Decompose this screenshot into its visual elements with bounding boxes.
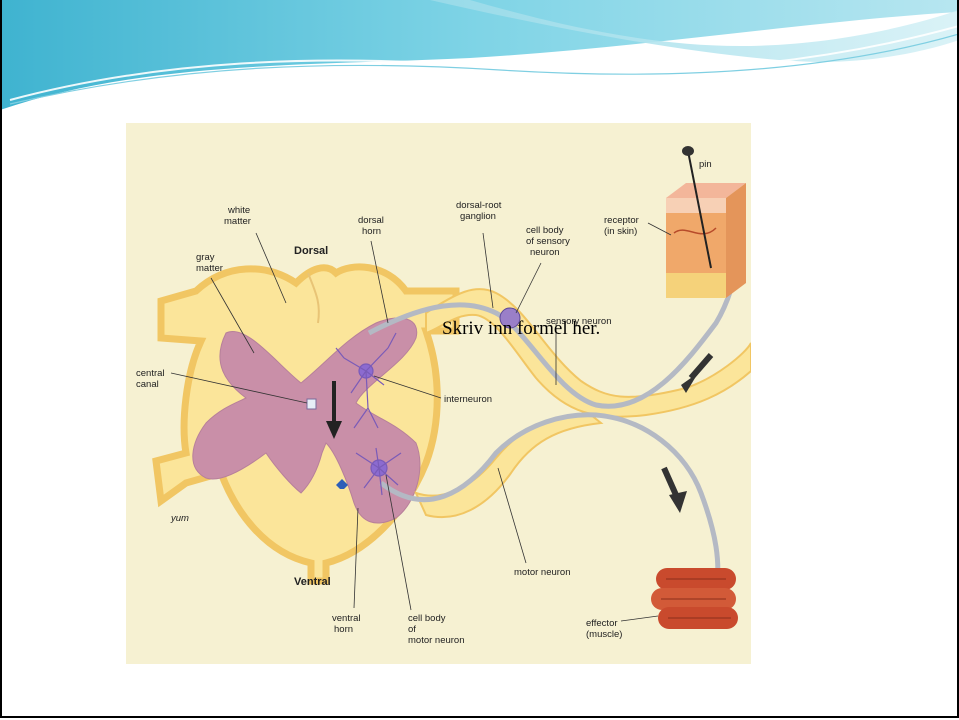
- label-pin: pin: [699, 159, 712, 170]
- label-effector: effector(muscle): [586, 618, 622, 640]
- central-canal: [307, 399, 316, 409]
- label-receptor: receptor(in skin): [604, 215, 639, 237]
- label-dorsal: Dorsal: [294, 245, 328, 257]
- header-wave-decoration: [0, 0, 959, 110]
- artist-signature: yum: [170, 513, 189, 524]
- muscle-effector: [651, 568, 738, 629]
- label-ventral: Ventral: [294, 576, 331, 588]
- formula-placeholder-text[interactable]: Skriv inn formel her.: [442, 318, 600, 340]
- label-motor-neuron: motor neuron: [514, 567, 571, 578]
- label-interneuron: interneuron: [444, 394, 492, 405]
